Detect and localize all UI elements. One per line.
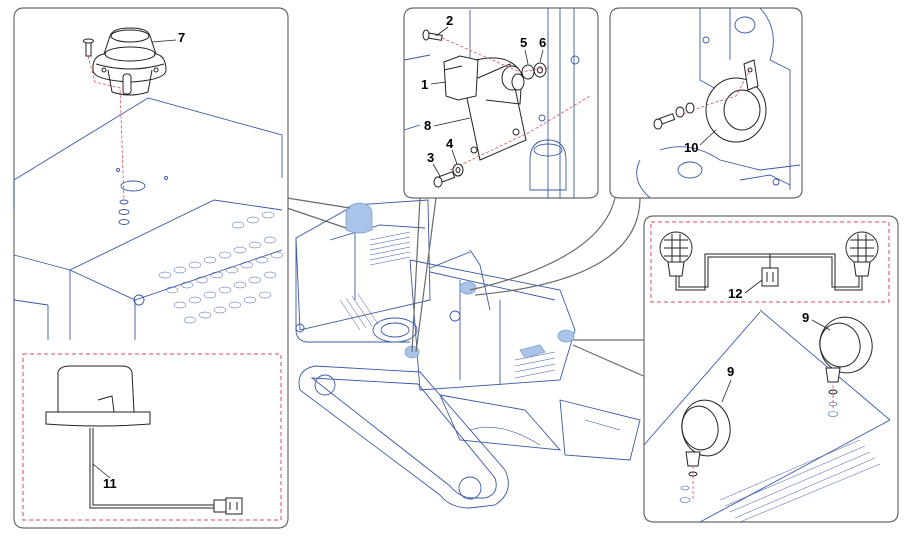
callout-8: 8	[424, 118, 431, 133]
callout-6: 6	[539, 35, 546, 50]
callout-10: 10	[684, 140, 698, 155]
callout-11: 11	[103, 476, 117, 491]
center-machine	[295, 199, 641, 509]
callout-9-upper: 9	[802, 310, 809, 325]
callout-2: 2	[446, 13, 453, 28]
panel-work-lights: 12 9 9	[643, 215, 899, 523]
panel-beacon: 7 11	[13, 7, 289, 529]
callout-12: 12	[728, 286, 742, 301]
callout-4: 4	[446, 136, 454, 151]
panel-bracket: 1 2 3 4 5 6 8	[403, 7, 599, 199]
connector-lines	[286, 197, 649, 379]
callout-5: 5	[520, 35, 527, 50]
panel-work-light-mount: 10	[609, 7, 803, 199]
callout-9-lower: 9	[727, 364, 734, 379]
callout-1: 1	[421, 77, 428, 92]
callout-7: 7	[178, 30, 185, 45]
callout-3: 3	[427, 150, 434, 165]
